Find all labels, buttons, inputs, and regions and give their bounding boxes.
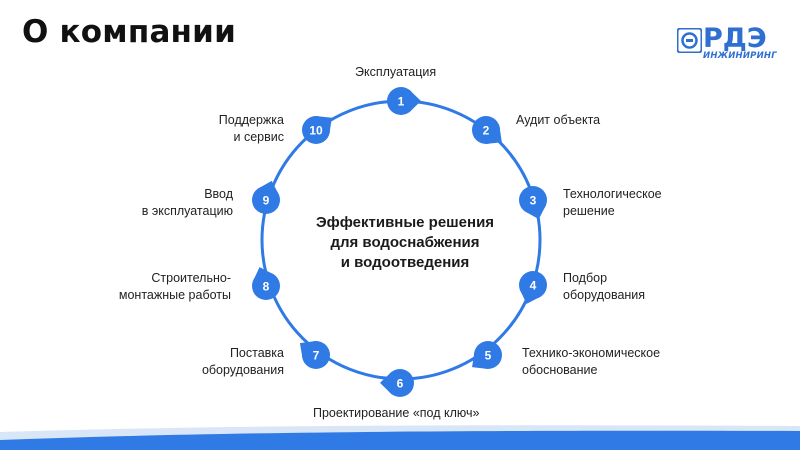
- step-node-3: 3: [519, 186, 547, 220]
- step-label-6: Проектирование «под ключ»: [313, 405, 479, 422]
- center-line-1: Эффективные решения: [315, 214, 495, 231]
- center-line-3: и водоотведения: [340, 254, 470, 271]
- step-node-8: 8: [252, 267, 280, 300]
- step-number: 7: [313, 349, 320, 363]
- step-label-2: Аудит объекта: [516, 112, 600, 129]
- step-label-line: Ввод: [204, 187, 233, 201]
- step-node-circle: [519, 186, 547, 214]
- step-label-line: Поставка: [229, 346, 284, 360]
- step-node-circle: [302, 116, 330, 144]
- step-number: 6: [397, 377, 404, 391]
- step-number: 9: [263, 194, 270, 208]
- step-number: 2: [483, 124, 490, 138]
- step-node-circle: [252, 272, 280, 300]
- step-label-7: Поставка оборудования: [202, 345, 284, 379]
- step-number: 8: [263, 280, 270, 294]
- step-label-5: Технико-экономическое обоснование: [522, 345, 660, 379]
- step-label-line: обоснование: [522, 363, 598, 377]
- step-label-line: Технологическое: [563, 187, 662, 201]
- step-number: 1: [398, 95, 405, 109]
- step-label-3: Технологическое решение: [563, 186, 662, 220]
- step-label-line: Аудит объекта: [516, 113, 601, 127]
- step-number: 10: [309, 124, 323, 138]
- logo-wordmark: РДЭ: [703, 23, 767, 54]
- step-node-circle: [472, 116, 500, 144]
- step-label-line: монтажные работы: [118, 288, 231, 302]
- step-label-line: Подбор: [563, 271, 608, 285]
- step-number: 5: [485, 349, 492, 363]
- step-node-circle: [302, 341, 330, 369]
- step-node-circle: [474, 341, 502, 369]
- step-label-line: решение: [563, 204, 615, 218]
- company-logo: РДЭ ИНЖИНИРИНГ: [677, 23, 777, 65]
- step-label-9: Ввод в эксплуатацию: [142, 186, 233, 220]
- step-label-10: Поддержка и сервис: [219, 112, 284, 146]
- step-label-line: оборудования: [201, 363, 284, 377]
- center-caption: Эффективные решения для водоснабжения и …: [290, 213, 520, 273]
- page-title: О компании: [22, 14, 237, 50]
- step-node-9: 9: [252, 180, 280, 214]
- step-label-line: Эксплуатация: [355, 65, 437, 79]
- step-node-4: 4: [519, 271, 547, 304]
- step-label-line: в эксплуатацию: [141, 204, 233, 218]
- step-label-line: оборудования: [563, 288, 646, 302]
- step-label-line: Технико-экономическое: [522, 346, 661, 360]
- step-label-line: Строительно-: [151, 271, 231, 285]
- step-label-4: Подбор оборудования: [563, 270, 645, 304]
- step-node-5: 5: [472, 341, 502, 369]
- step-label-line: Поддержка: [218, 113, 284, 127]
- step-label-8: Строительно-монтажные работы: [119, 270, 231, 304]
- step-number: 3: [530, 194, 537, 208]
- step-node-circle: [387, 87, 415, 115]
- logo-emblem-icon: [677, 28, 702, 53]
- logo-subtitle: ИНЖИНИРИНГ: [703, 51, 777, 61]
- step-label-1: Эксплуатация: [355, 64, 436, 81]
- step-node-1: 1: [387, 87, 421, 115]
- step-node-circle: [519, 271, 547, 299]
- step-node-circle: [252, 186, 280, 214]
- step-number: 4: [530, 279, 537, 293]
- step-label-line: Проектирование «под ключ»: [313, 406, 480, 420]
- step-label-line: и сервис: [233, 130, 284, 144]
- step-node-2: 2: [472, 116, 502, 144]
- footer-wave: [0, 425, 800, 450]
- center-line-2: для водоснабжения: [330, 234, 480, 251]
- step-node-10: 10: [302, 116, 332, 144]
- step-node-7: 7: [299, 341, 330, 369]
- step-node-circle: [386, 369, 414, 397]
- step-node-6: 6: [380, 369, 414, 397]
